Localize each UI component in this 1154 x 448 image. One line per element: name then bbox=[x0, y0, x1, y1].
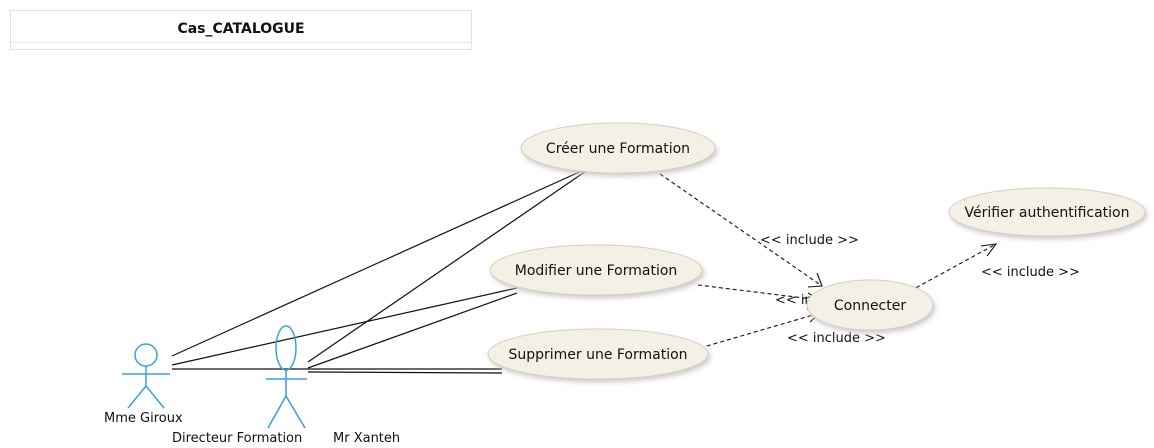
actor-stick-figure-icon bbox=[266, 325, 307, 429]
include-label-connecter-verifier: << include >> bbox=[981, 265, 1080, 280]
include-line-creer-connecter bbox=[659, 173, 823, 287]
use-case-supprimer-label: Supprimer une Formation bbox=[508, 347, 687, 363]
actor-stick-figure-icon bbox=[122, 343, 170, 409]
include-line-connecter-verifier bbox=[909, 243, 997, 292]
title-divider bbox=[11, 42, 471, 43]
use-case-supprimer[interactable]: Supprimer une Formation bbox=[487, 328, 709, 380]
assoc-mr-xanteh-supprimer bbox=[307, 371, 503, 374]
use-case-verifier-shape bbox=[948, 187, 1146, 237]
use-case-connecter-label: Connecter bbox=[834, 298, 907, 314]
assoc-mme-giroux-modifier bbox=[171, 287, 518, 366]
use-case-creer-shape bbox=[520, 122, 716, 174]
use-case-modifier-shape bbox=[489, 244, 703, 296]
assoc-mr-xanteh-modifier bbox=[307, 292, 518, 369]
include-label-creer-connecter: << include >> bbox=[760, 233, 859, 248]
assoc-mr-xanteh-creer bbox=[307, 170, 587, 363]
arrowhead-connecter-verifier bbox=[980, 243, 998, 257]
use-case-connecter[interactable]: Connecter bbox=[806, 279, 934, 331]
actor-mme-giroux[interactable]: Mme Giroux bbox=[104, 343, 183, 426]
use-case-supprimer-shape bbox=[487, 328, 709, 380]
include-label-supprimer-connecter: << include >> bbox=[787, 331, 886, 346]
use-case-creer-label: Créer une Formation bbox=[546, 141, 690, 157]
assoc-mme-giroux-creer bbox=[171, 168, 587, 357]
use-case-verifier-label: Vérifier authentification bbox=[965, 205, 1130, 221]
use-case-modifier-label: Modifier une Formation bbox=[515, 263, 678, 279]
actor-directeur-formation-label: Directeur Formation bbox=[172, 431, 302, 446]
use-case-modifier[interactable]: Modifier une Formation bbox=[489, 244, 703, 296]
use-case-verifier[interactable]: Vérifier authentification bbox=[948, 187, 1146, 237]
arrowhead-creer-connecter bbox=[807, 272, 823, 288]
diagram-title: Cas_CATALOGUE bbox=[177, 21, 305, 37]
use-case-creer[interactable]: Créer une Formation bbox=[520, 122, 716, 174]
actor-mr-xanteh-label: Mr Xanteh bbox=[333, 431, 400, 446]
diagram-title-box: Cas_CATALOGUE bbox=[10, 10, 472, 50]
use-case-connecter-shape bbox=[806, 279, 934, 331]
include-dependencies bbox=[659, 173, 997, 349]
actor-directeur-formation[interactable]: Directeur Formation Mr Xanteh bbox=[172, 325, 400, 446]
associations bbox=[171, 168, 587, 374]
actor-mme-giroux-label: Mme Giroux bbox=[104, 411, 183, 426]
